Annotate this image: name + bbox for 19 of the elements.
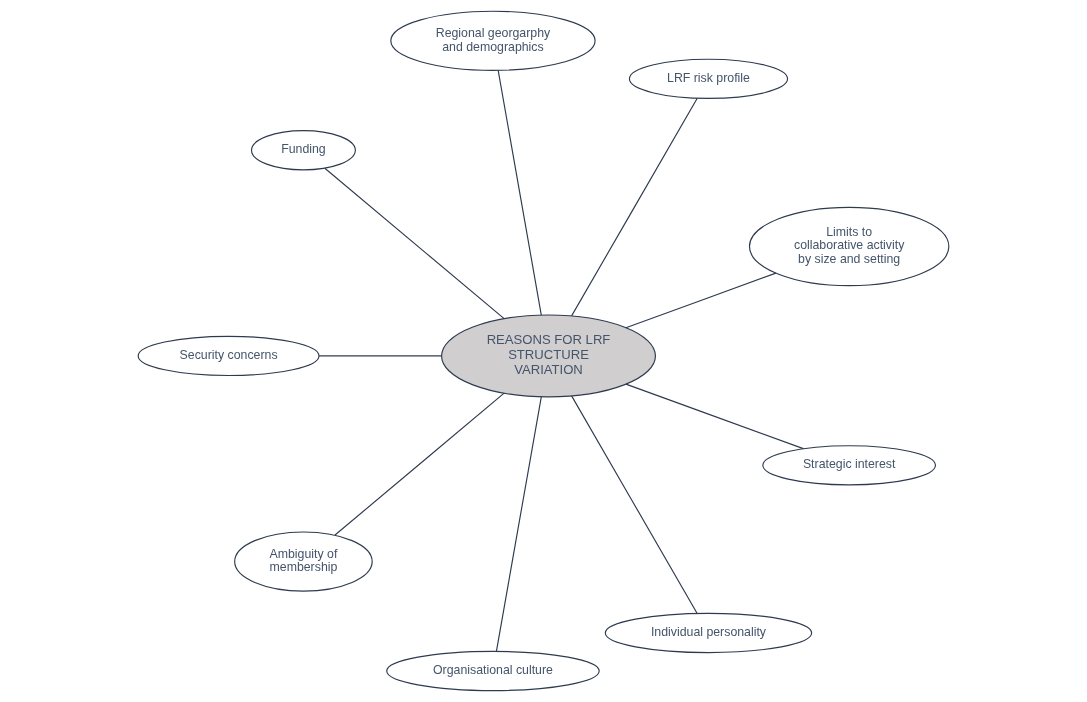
node-ellipse: Security concerns bbox=[137, 335, 320, 377]
node-ellipse: Regional georgarphy and demographics bbox=[390, 10, 596, 71]
node-ellipse: Organisational culture bbox=[386, 650, 600, 692]
connector bbox=[334, 392, 505, 536]
connector bbox=[324, 167, 505, 320]
node-ellipse: REASONS FOR LRF STRUCTURE VARIATION bbox=[441, 314, 657, 398]
connector bbox=[625, 383, 804, 450]
connector bbox=[625, 272, 777, 329]
connector bbox=[497, 69, 542, 316]
connector bbox=[318, 355, 443, 357]
node-ellipse: Funding bbox=[250, 130, 356, 171]
connector bbox=[571, 395, 698, 614]
node-ellipse: Ambiguity of membership bbox=[234, 531, 373, 592]
node-ellipse: LRF risk profile bbox=[628, 58, 789, 99]
connector bbox=[495, 396, 542, 652]
node-ellipse: Strategic interest bbox=[762, 445, 937, 486]
node-ellipse: Limits to collaborative activity by size and setting bbox=[748, 206, 950, 287]
node-ellipse: Individual personality bbox=[604, 612, 813, 654]
connector bbox=[571, 97, 698, 317]
